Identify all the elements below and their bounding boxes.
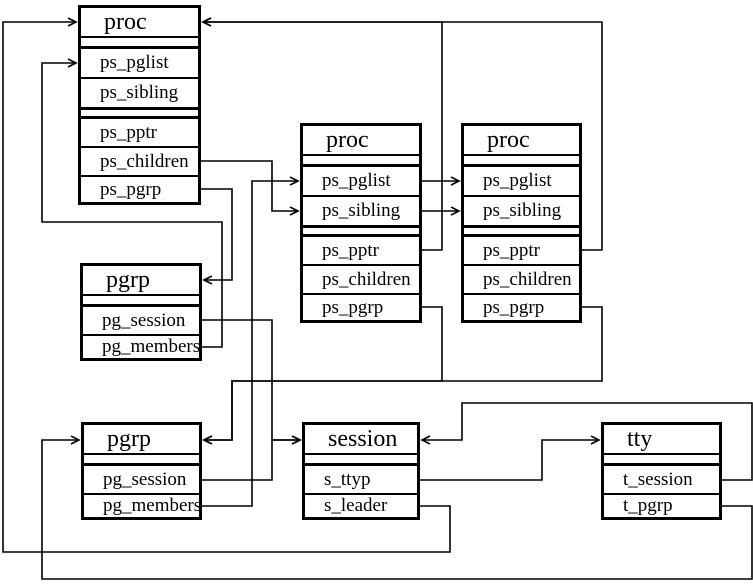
field-ps-pptr: ps_pptr — [303, 237, 419, 266]
field-text: ps_pptr — [100, 121, 157, 143]
field-text: ps_pptr — [483, 239, 540, 261]
struct-title: tty — [604, 425, 719, 455]
field-ps-pptr: ps_pptr — [464, 237, 579, 266]
field-text: ps_children — [100, 150, 189, 172]
field-text: t_pgrp — [623, 495, 673, 516]
field-text: ps_sibling — [483, 200, 562, 221]
struct-title: pgrp — [84, 425, 199, 455]
struct-title: proc — [464, 126, 579, 156]
field-text: s_ttyp — [324, 468, 371, 490]
field-text: ps_pptr — [322, 239, 379, 261]
field-ps-pglist: ps_pglist — [464, 167, 579, 197]
field-text: ps_sibling — [100, 82, 179, 103]
edge-ps-pgrp-p2-to-pgrp2 — [204, 306, 443, 440]
field-text: pg_session — [103, 468, 187, 490]
field-text: ps_sibling — [322, 200, 401, 221]
field-ps-sibling: ps_sibling — [464, 197, 579, 228]
struct-spacer — [464, 156, 579, 167]
edge-ps-children-p1-to-p2 — [201, 160, 298, 211]
field-ps-pglist: ps_pglist — [303, 167, 419, 197]
field-ps-children: ps_children — [81, 148, 198, 177]
struct-proc-2: proc ps_pglist ps_sibling ps_pptr ps_chi… — [300, 123, 422, 323]
struct-title-text: proc — [326, 126, 369, 153]
edge-pg-session-pgrp1-to-session — [202, 319, 300, 440]
field-text: ps_pgrp — [483, 296, 545, 318]
struct-title-text: tty — [627, 425, 653, 452]
struct-spacer — [83, 296, 199, 307]
field-text: pg_members — [102, 336, 199, 357]
struct-session: session s_ttyp s_leader — [302, 422, 420, 520]
field-pg-members: pg_members — [84, 495, 199, 517]
edge-pg-session-pgrp2-to-session — [202, 440, 300, 481]
field-text: t_session — [623, 468, 693, 490]
field-text: ps_pgrp — [322, 296, 384, 318]
struct-title: proc — [303, 126, 419, 156]
field-text: s_leader — [324, 495, 388, 516]
field-ps-sibling: ps_sibling — [303, 197, 419, 228]
struct-title-text: proc — [104, 8, 147, 35]
struct-spacer — [81, 38, 198, 49]
edge-pg-members-pgrp2-to-p2 — [202, 181, 298, 507]
field-text: pg_members — [103, 495, 199, 516]
struct-spacer — [303, 156, 419, 167]
field-ps-pgrp: ps_pgrp — [464, 295, 579, 320]
field-ps-pptr: ps_pptr — [81, 119, 198, 148]
field-text: pg_session — [102, 309, 186, 331]
struct-title: pgrp — [83, 266, 199, 296]
field-pg-session: pg_session — [83, 307, 199, 336]
field-text: ps_pglist — [322, 170, 391, 191]
field-text: ps_pglist — [100, 52, 169, 73]
field-s-ttyp: s_ttyp — [305, 466, 417, 495]
struct-pgrp-1: pgrp pg_session pg_members — [80, 263, 202, 361]
field-ps-children: ps_children — [464, 266, 579, 295]
struct-title-text: pgrp — [107, 425, 151, 452]
struct-proc-3: proc ps_pglist ps_sibling ps_pptr ps_chi… — [461, 123, 582, 323]
field-text: ps_pgrp — [100, 178, 162, 200]
struct-title: session — [305, 425, 417, 455]
struct-title: proc — [81, 8, 198, 38]
field-pg-members: pg_members — [83, 336, 199, 358]
struct-spacer — [303, 228, 419, 237]
struct-spacer — [464, 228, 579, 237]
struct-spacer — [604, 455, 719, 466]
field-text: ps_pglist — [483, 170, 552, 191]
edge-ps-pgrp-p3-to-pgrp2 — [204, 306, 603, 440]
field-t-pgrp: t_pgrp — [604, 495, 719, 517]
struct-proc-1: proc ps_pglist ps_sibling ps_pptr ps_chi… — [78, 5, 201, 205]
field-text: ps_children — [322, 268, 411, 290]
struct-tty: tty t_session t_pgrp — [601, 422, 722, 520]
field-text: ps_children — [483, 268, 572, 290]
field-ps-children: ps_children — [303, 266, 419, 295]
field-ps-pglist: ps_pglist — [81, 49, 198, 79]
edge-ps-pgrp-p1-to-pgrp1 — [201, 188, 233, 280]
struct-title-text: proc — [487, 126, 530, 153]
field-s-leader: s_leader — [305, 495, 417, 517]
field-t-session: t_session — [604, 466, 719, 495]
field-ps-pgrp: ps_pgrp — [81, 177, 198, 202]
field-pg-session: pg_session — [84, 466, 199, 495]
struct-title-text: pgrp — [106, 266, 150, 293]
edge-s-ttyp-to-tty — [420, 440, 599, 481]
struct-spacer — [81, 110, 198, 119]
field-ps-sibling: ps_sibling — [81, 79, 198, 110]
struct-spacer — [305, 455, 417, 466]
struct-pgrp-2: pgrp pg_session pg_members — [81, 422, 202, 520]
struct-title-text: session — [328, 425, 398, 452]
struct-spacer — [84, 455, 199, 466]
field-ps-pgrp: ps_pgrp — [303, 295, 419, 320]
